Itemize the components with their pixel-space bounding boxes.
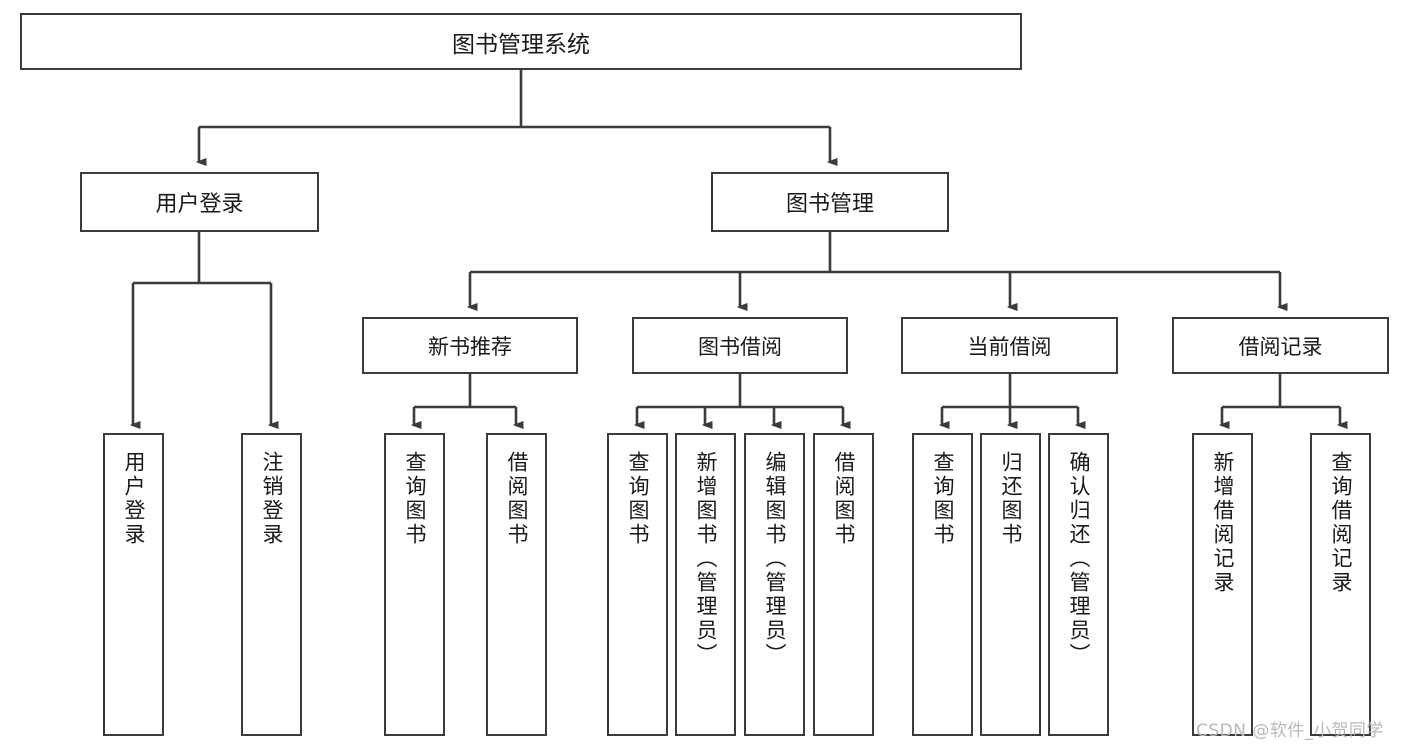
leaf-new-book-query[interactable]: 查询图书 (384, 433, 445, 736)
leaf-borrow-query-book[interactable]: 查询图书 (607, 433, 668, 736)
watermark-credit: CSDN @软件_小贺同学 (1196, 721, 1384, 741)
node-label: 查询图书 (626, 451, 650, 547)
node-user-login[interactable]: 用户登录 (80, 172, 319, 232)
node-label: 借阅图书 (505, 451, 529, 547)
node-label: 图书管理 (785, 192, 874, 217)
node-label: 归还图书 (999, 451, 1023, 547)
node-label: 查询图书 (931, 451, 955, 547)
node-label: 新增图书（管理员） (694, 451, 718, 667)
node-current-borrow[interactable]: 当前借阅 (901, 317, 1118, 374)
node-label: 当前借阅 (967, 334, 1052, 359)
node-book-borrow[interactable]: 图书借阅 (632, 317, 848, 374)
node-root-system[interactable]: 图书管理系统 (20, 13, 1022, 70)
node-label: 借阅记录 (1238, 334, 1323, 359)
leaf-user-login-signin[interactable]: 用户登录 (103, 433, 164, 736)
leaf-current-confirm-return-admin[interactable]: 确认归还（管理员） (1048, 433, 1109, 736)
leaf-record-query-record[interactable]: 查询借阅记录 (1310, 433, 1371, 736)
node-label: 确认归还（管理员） (1067, 451, 1091, 667)
leaf-current-return-book[interactable]: 归还图书 (980, 433, 1041, 736)
node-label: 新增借阅记录 (1211, 451, 1235, 595)
node-label: 查询借阅记录 (1329, 451, 1353, 595)
leaf-record-add-record[interactable]: 新增借阅记录 (1192, 433, 1253, 736)
node-label: 新书推荐 (428, 334, 512, 359)
node-label: 图书借阅 (698, 334, 782, 359)
node-label: 注销登录 (260, 451, 284, 547)
node-label: 查询图书 (403, 451, 427, 547)
node-label: 编辑图书（管理员） (763, 451, 787, 667)
leaf-borrow-add-book-admin[interactable]: 新增图书（管理员） (675, 433, 736, 736)
node-label: 图书管理系统 (452, 31, 590, 58)
node-label: 用户登录 (122, 451, 146, 547)
node-label: 用户登录 (155, 192, 244, 217)
node-new-book-recommend[interactable]: 新书推荐 (362, 317, 578, 374)
leaf-borrow-edit-book-admin[interactable]: 编辑图书（管理员） (744, 433, 805, 736)
leaf-new-book-borrow[interactable]: 借阅图书 (486, 433, 547, 736)
node-label: 借阅图书 (832, 451, 856, 547)
leaf-current-query-book[interactable]: 查询图书 (912, 433, 973, 736)
leaf-borrow-borrow-book[interactable]: 借阅图书 (813, 433, 874, 736)
node-book-management[interactable]: 图书管理 (711, 172, 949, 232)
node-borrow-record[interactable]: 借阅记录 (1172, 317, 1389, 374)
leaf-user-login-signout[interactable]: 注销登录 (241, 433, 302, 736)
